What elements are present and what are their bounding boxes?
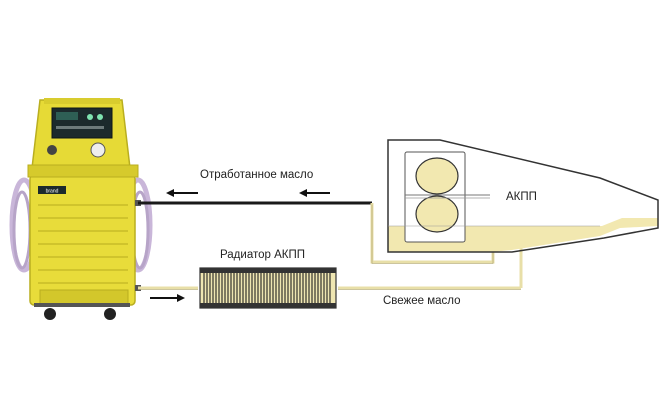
fresh-oil-line bbox=[138, 247, 523, 290]
fresh-oil-label: Свежее масло bbox=[383, 295, 461, 307]
radiator-label: Радиатор АКПП bbox=[220, 249, 305, 261]
radiator-icon bbox=[199, 267, 337, 309]
arrow-right-icon bbox=[150, 294, 185, 302]
transmission-icon bbox=[387, 139, 659, 253]
arrow-left-icon bbox=[299, 189, 330, 197]
flush-machine-icon: brand bbox=[9, 98, 153, 320]
arrow-left-icon bbox=[166, 189, 198, 197]
used-oil-label: Отработанное масло bbox=[200, 169, 314, 181]
transmission-label: АКПП bbox=[506, 191, 537, 203]
svg-text:brand: brand bbox=[46, 189, 59, 195]
used-oil-line bbox=[138, 201, 495, 264]
